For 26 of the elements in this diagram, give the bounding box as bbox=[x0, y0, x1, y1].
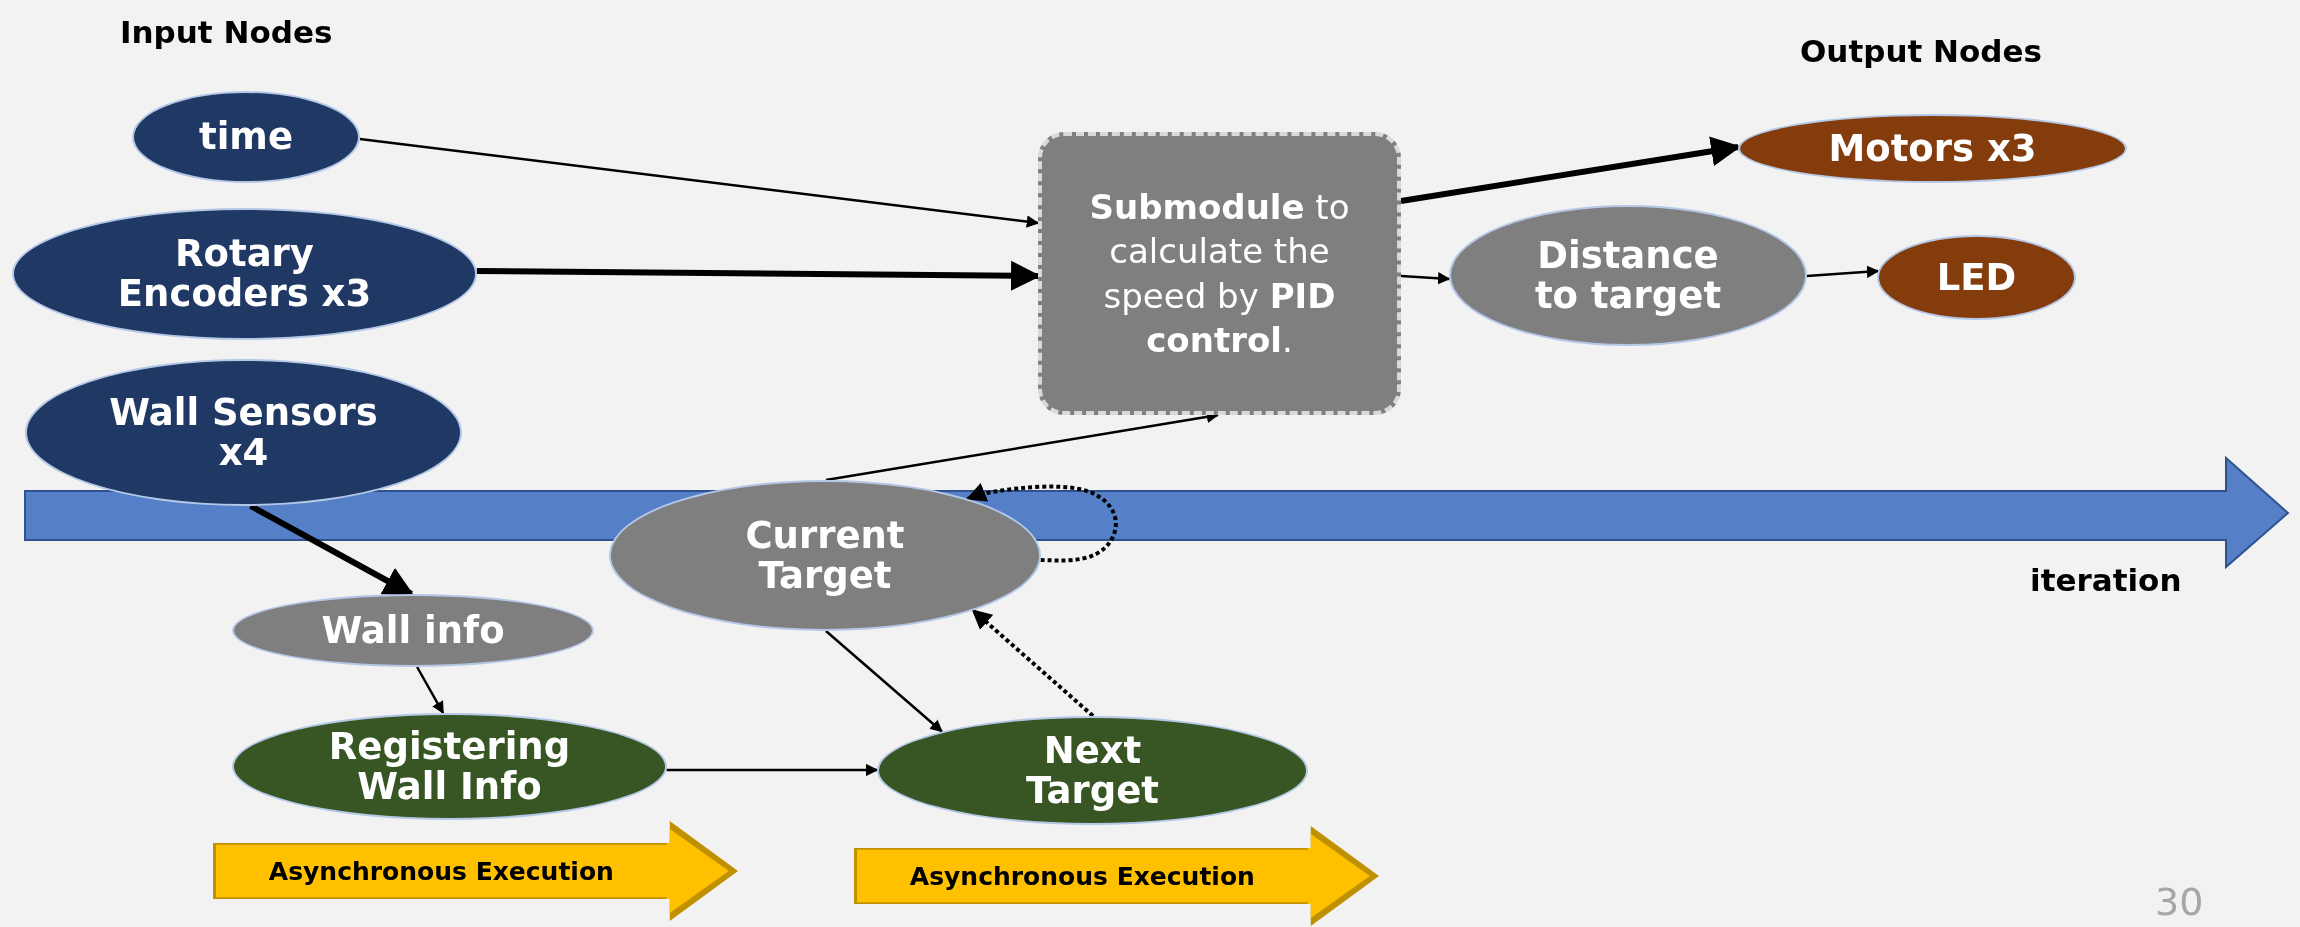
arrow bbox=[1400, 272, 1451, 285]
arrow bbox=[971, 608, 1095, 718]
page-number: 30 bbox=[2155, 880, 2204, 924]
node-label: Motors x3 bbox=[1828, 128, 2037, 169]
section-heading: Output Nodes bbox=[1800, 33, 2043, 69]
node-label: Asynchronous Execution bbox=[267, 856, 615, 886]
node-label: Wall Sensors x4 bbox=[108, 392, 379, 473]
arrow bbox=[825, 630, 943, 733]
node-label: Next Target bbox=[1025, 730, 1160, 811]
axis-label: iteration bbox=[2030, 562, 2182, 598]
node-label: Registering Wall Info bbox=[327, 726, 572, 807]
node-label: Wall info bbox=[321, 610, 505, 651]
description-text: Submodule to calculate the speed by PID control. bbox=[1088, 186, 1351, 362]
arrow bbox=[359, 137, 1040, 228]
node-label: Rotary Encoders x3 bbox=[116, 234, 373, 314]
node-label: Distance to target bbox=[1533, 235, 1723, 316]
node-label: Current Target bbox=[744, 515, 906, 596]
section-heading: Input Nodes bbox=[120, 14, 333, 50]
node-label: Asynchronous Execution bbox=[908, 861, 1256, 891]
node-label: time bbox=[199, 117, 293, 157]
submodule-box bbox=[1038, 132, 1401, 415]
arrow bbox=[666, 763, 879, 777]
arrow bbox=[965, 482, 1118, 563]
arrow bbox=[416, 666, 445, 715]
node-label: LED bbox=[1936, 257, 2017, 298]
arrow bbox=[249, 503, 415, 597]
